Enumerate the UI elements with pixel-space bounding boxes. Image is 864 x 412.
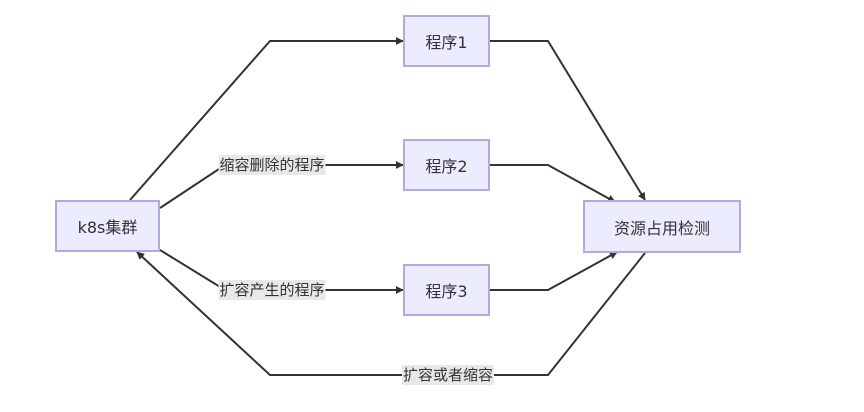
node-program-2: 程序2 [403,139,490,191]
node-resource-monitor: 资源占用检测 [583,200,741,253]
edge-cluster-to-program1 [129,37,404,201]
node-program-1: 程序1 [403,15,490,67]
edge-monitor-to-cluster [136,251,646,376]
edge-program2-to-monitor [490,164,616,203]
edge-label-add-program: 扩容产生的程序 [218,280,326,300]
node-program-3: 程序3 [403,264,490,316]
edge-program1-to-monitor [490,40,646,201]
edge-label-remove-program: 缩容删除的程序 [218,155,326,175]
edge-label-scale-feedback: 扩容或者缩容 [401,365,495,385]
node-k8s-cluster: k8s集群 [55,200,160,252]
edge-program3-to-monitor [490,251,618,291]
